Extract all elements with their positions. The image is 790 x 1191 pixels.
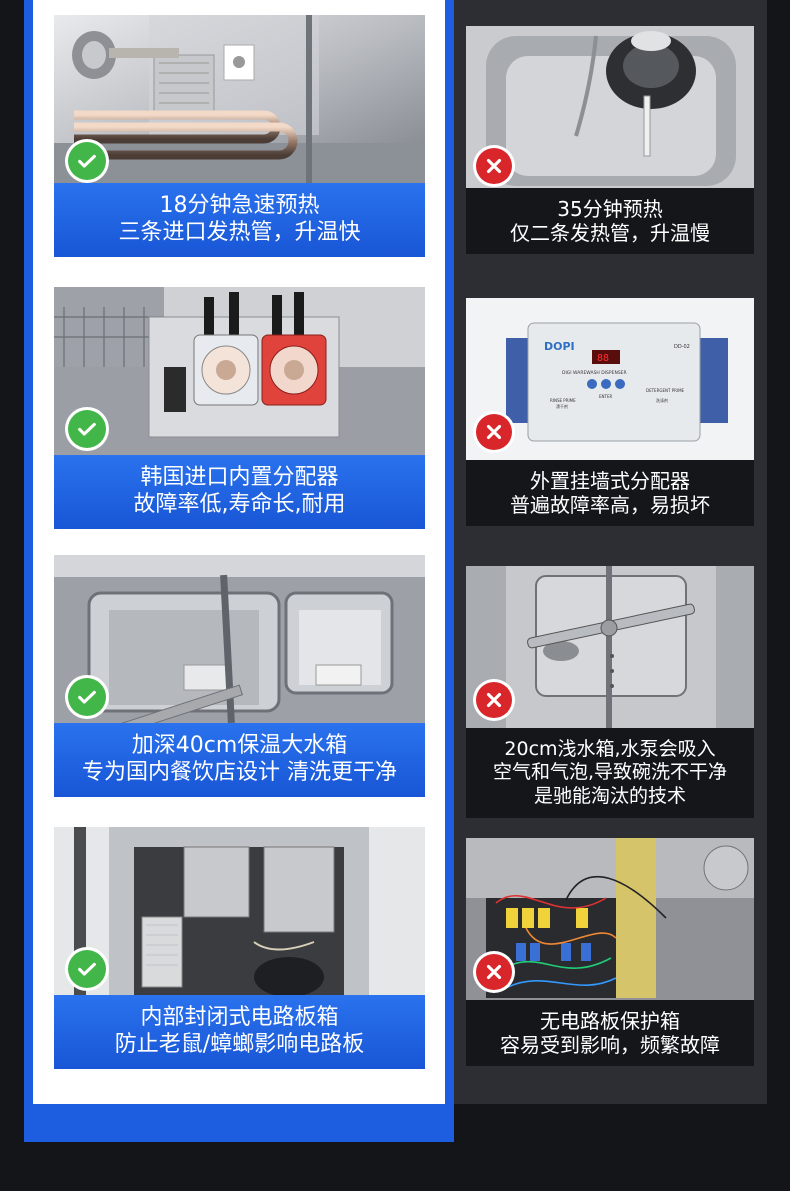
caption-line-1: 加深40cm保温大水箱 — [131, 733, 348, 759]
good-caption: 韩国进口内置分配器 故障率低,寿命长,耐用 — [54, 455, 425, 529]
caption-line-1: 韩国进口内置分配器 — [140, 465, 339, 491]
dispenser-brand: DOPI — [544, 340, 575, 353]
bad-card-tank: 20cm浅水箱,水泵会吸入 空气和气泡,导致碗洗不干净 是驰能淘汰的技术 — [466, 566, 754, 818]
det-cn: 洗涤剂 — [656, 397, 668, 403]
cross-icon — [476, 682, 512, 718]
caption-line-2: 故障率低,寿命长,耐用 — [133, 492, 346, 517]
exposed-wiring-photo — [466, 838, 754, 1000]
dispenser-enter: ENTER — [599, 394, 612, 399]
built-in-dispenser-photo — [54, 287, 425, 455]
bad-caption: 35分钟预热 仅二条发热管，升温慢 — [466, 188, 754, 254]
caption-line-2: 空气和气泡,导致碗洗不干净 — [492, 761, 728, 784]
caption-line-2: 容易受到影响，频繁故障 — [500, 1033, 720, 1057]
check-icon — [68, 410, 106, 448]
caption-line-1: 18分钟急速预热 — [159, 193, 320, 219]
bad-caption: 外置挂墙式分配器 普遍故障率高，易损坏 — [466, 460, 754, 526]
cross-icon — [476, 954, 512, 990]
bad-caption: 无电路板保护箱 容易受到影响，频繁故障 — [466, 1000, 754, 1066]
old-heating-photo — [466, 26, 754, 188]
caption-line-1: 20cm浅水箱,水泵会吸入 — [504, 738, 716, 761]
closed-circuit-box-photo — [54, 827, 425, 995]
caption-line-2: 三条进口发热管，升温快 — [118, 220, 361, 245]
rinse-label: RINSE PRIME — [550, 398, 576, 403]
caption-line-1: 35分钟预热 — [557, 196, 663, 221]
good-caption: 加深40cm保温大水箱 专为国内餐饮店设计 清洗更干净 — [54, 723, 425, 797]
bad-card-circuit: 无电路板保护箱 容易受到影响，频繁故障 — [466, 838, 754, 1066]
shallow-tank-photo — [466, 566, 754, 728]
wall-dispenser-photo: DOPI DD-02 88 DIGI WAREWASH DISPENSER EN… — [466, 298, 754, 460]
caption-line-1: 外置挂墙式分配器 — [530, 468, 690, 493]
caption-line-2: 仅二条发热管，升温慢 — [510, 221, 710, 245]
caption-line-1: 无电路板保护箱 — [540, 1008, 680, 1033]
check-icon — [68, 950, 106, 988]
bad-card-heating: 35分钟预热 仅二条发热管，升温慢 — [466, 26, 754, 254]
caption-line-2: 防止老鼠/蟑螂影响电路板 — [114, 1032, 365, 1057]
bad-caption: 20cm浅水箱,水泵会吸入 空气和气泡,导致碗洗不干净 是驰能淘汰的技术 — [466, 728, 754, 818]
caption-line-2: 专为国内餐饮店设计 清洗更干净 — [82, 760, 397, 785]
good-caption: 18分钟急速预热 三条进口发热管，升温快 — [54, 183, 425, 257]
bad-card-dispenser: DOPI DD-02 88 DIGI WAREWASH DISPENSER EN… — [466, 298, 754, 526]
caption-line-3: 是驰能淘汰的技术 — [533, 784, 686, 807]
cross-icon — [476, 148, 512, 184]
caption-line-2: 普遍故障率高，易损坏 — [510, 493, 710, 517]
good-caption: 内部封闭式电路板箱 防止老鼠/蟑螂影响电路板 — [54, 995, 425, 1069]
det-label: DETERGENT PRIME — [646, 388, 685, 393]
dispenser-model: DD-02 — [674, 344, 690, 350]
check-icon — [68, 142, 106, 180]
heating-tubes-photo — [54, 15, 425, 183]
cross-icon — [476, 414, 512, 450]
good-card-circuit-box: 内部封闭式电路板箱 防止老鼠/蟑螂影响电路板 — [54, 827, 425, 1069]
dispenser-title: DIGI WAREWASH DISPENSER — [562, 370, 627, 376]
rinse-cn: 漂干剂 — [556, 403, 568, 409]
good-card-tank: 加深40cm保温大水箱 专为国内餐饮店设计 清洗更干净 — [54, 555, 425, 797]
check-icon — [68, 678, 106, 716]
caption-line-1: 内部封闭式电路板箱 — [140, 1005, 339, 1031]
good-card-heating: 18分钟急速预热 三条进口发热管，升温快 — [54, 15, 425, 257]
deep-tank-photo — [54, 555, 425, 723]
dispenser-display: 88 — [597, 353, 609, 364]
good-card-dispenser: 韩国进口内置分配器 故障率低,寿命长,耐用 — [54, 287, 425, 529]
